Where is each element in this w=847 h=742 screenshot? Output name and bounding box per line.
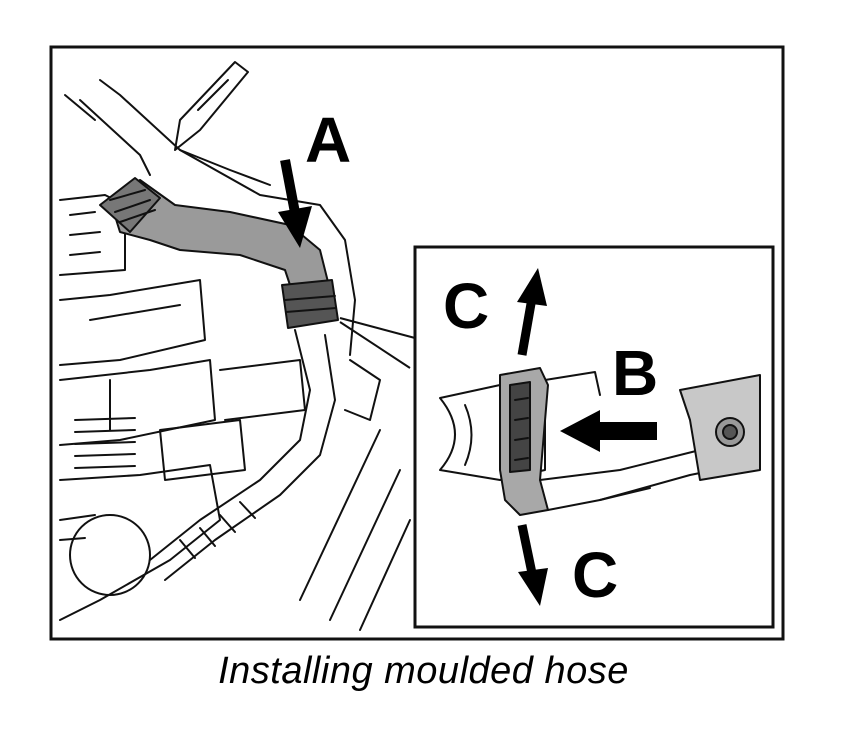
engine-bay-drawing (59, 61, 411, 631)
figure-caption: Installing moulded hose (218, 650, 629, 692)
callout-c-up-label: C (443, 270, 489, 342)
leader-line (339, 317, 416, 369)
arrow-c-down (517, 524, 548, 606)
callout-b-label: B (612, 337, 658, 409)
arrow-a (278, 159, 312, 248)
clamp-detail-drawing (439, 367, 761, 516)
arrow-c-up (517, 268, 547, 356)
callout-a-label: A (305, 104, 351, 176)
callout-c-down-label: C (572, 539, 618, 611)
arrow-b (560, 410, 657, 452)
